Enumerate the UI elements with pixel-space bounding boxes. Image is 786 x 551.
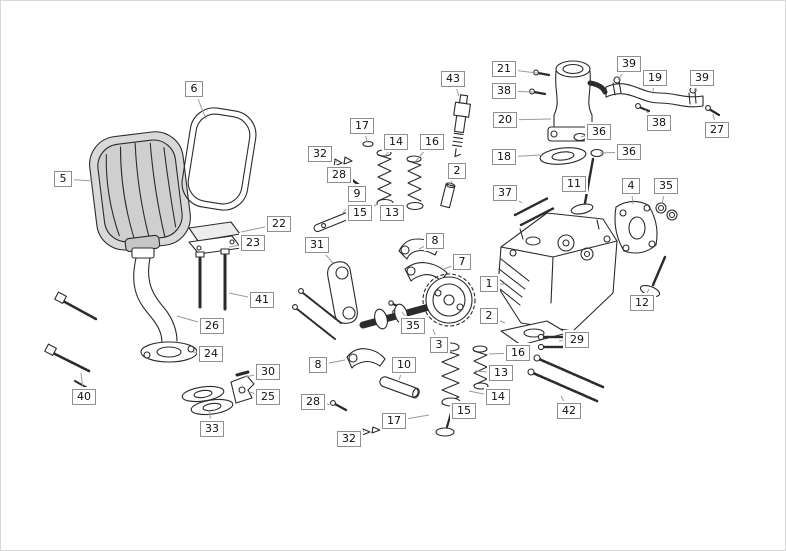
callout-35[interactable]: 35: [654, 178, 678, 194]
callout-8[interactable]: 8: [309, 357, 327, 373]
callout-16[interactable]: 16: [420, 134, 444, 150]
part-cam-support: [327, 261, 358, 324]
callout-13[interactable]: 13: [380, 205, 404, 221]
part-studs: [513, 196, 556, 227]
callout-17[interactable]: 17: [382, 413, 406, 429]
callout-5[interactable]: 5: [54, 171, 72, 187]
callout-22[interactable]: 22: [267, 216, 291, 232]
callout-40[interactable]: 40: [72, 389, 96, 405]
part-breather-cover: [188, 221, 242, 255]
part-screw-lower: [330, 400, 348, 412]
callout-41[interactable]: 41: [250, 292, 274, 308]
callout-8[interactable]: 8: [426, 233, 444, 249]
part-pipe-flange: [140, 341, 198, 363]
part-valve-exhaust: [639, 255, 667, 297]
callout-24[interactable]: 24: [199, 346, 223, 362]
callout-28[interactable]: 28: [301, 394, 325, 410]
callout-16[interactable]: 16: [506, 345, 530, 361]
callout-18[interactable]: 18: [492, 149, 516, 165]
callout-28[interactable]: 28: [327, 167, 351, 183]
callout-29[interactable]: 29: [565, 332, 589, 348]
callout-14[interactable]: 14: [486, 389, 510, 405]
part-valve-intake: [570, 157, 595, 215]
callout-42[interactable]: 42: [557, 403, 581, 419]
callout-30[interactable]: 30: [256, 364, 280, 380]
callout-2[interactable]: 2: [448, 163, 466, 179]
part-flange-bolts: [44, 291, 98, 390]
callout-13[interactable]: 13: [489, 365, 513, 381]
callout-32[interactable]: 32: [308, 146, 332, 162]
part-housing-gasket: [539, 147, 587, 165]
part-spark-plug: [452, 94, 471, 158]
callout-17[interactable]: 17: [350, 118, 374, 134]
part-pin: [379, 376, 420, 399]
callout-25[interactable]: 25: [256, 389, 280, 405]
callout-19[interactable]: 19: [643, 70, 667, 86]
callout-9[interactable]: 9: [348, 186, 366, 202]
part-pin-small: [235, 370, 250, 377]
callout-39[interactable]: 39: [690, 70, 714, 86]
callout-37[interactable]: 37: [493, 185, 517, 201]
callout-3[interactable]: 3: [430, 337, 448, 353]
callout-12[interactable]: 12: [630, 295, 654, 311]
callout-32[interactable]: 32: [337, 431, 361, 447]
callout-26[interactable]: 26: [200, 318, 224, 334]
callout-11[interactable]: 11: [562, 176, 586, 192]
part-cover-gasket: [181, 107, 257, 211]
callout-14[interactable]: 14: [384, 134, 408, 150]
callout-33[interactable]: 33: [200, 421, 224, 437]
part-pipe-gaskets: [181, 385, 234, 416]
callout-31[interactable]: 31: [305, 237, 329, 253]
part-bracket: [230, 375, 255, 404]
part-air-pipe: [131, 247, 178, 344]
part-clamp-screw: [705, 105, 721, 117]
callout-36[interactable]: 36: [617, 144, 641, 160]
callout-20[interactable]: 20: [493, 112, 517, 128]
part-keepers-lower: [361, 426, 381, 436]
part-seals: [655, 202, 678, 221]
callout-38[interactable]: 38: [647, 115, 671, 131]
part-hose-clamps: [612, 76, 697, 105]
part-cylinder-head: [497, 212, 618, 332]
part-cylinder-head-cover: [89, 131, 191, 253]
callout-6[interactable]: 6: [185, 81, 203, 97]
callout-2[interactable]: 2: [480, 308, 498, 324]
callout-38[interactable]: 38: [492, 83, 516, 99]
part-small-bolts: [537, 333, 570, 351]
callout-35[interactable]: 35: [401, 318, 425, 334]
callout-39[interactable]: 39: [617, 56, 641, 72]
part-long-bolts: [527, 354, 605, 403]
part-side-cover: [614, 200, 658, 254]
callout-21[interactable]: 21: [492, 61, 516, 77]
part-plate-screws: [195, 248, 230, 311]
callout-4[interactable]: 4: [622, 178, 640, 194]
callout-27[interactable]: 27: [705, 122, 729, 138]
callout-43[interactable]: 43: [441, 71, 465, 87]
callout-15[interactable]: 15: [452, 403, 476, 419]
callout-23[interactable]: 23: [241, 235, 265, 251]
part-valve-springs-lower: [435, 342, 489, 437]
callout-7[interactable]: 7: [453, 254, 471, 270]
callout-15[interactable]: 15: [348, 205, 372, 221]
callout-36[interactable]: 36: [587, 124, 611, 140]
callout-1[interactable]: 1: [480, 276, 498, 292]
callout-10[interactable]: 10: [392, 357, 416, 373]
part-housing-bolts: [529, 69, 551, 96]
part-hose-screw: [635, 103, 651, 113]
part-rocker-arm-lower: [346, 348, 386, 369]
part-rocker-arm-7: [404, 262, 448, 282]
